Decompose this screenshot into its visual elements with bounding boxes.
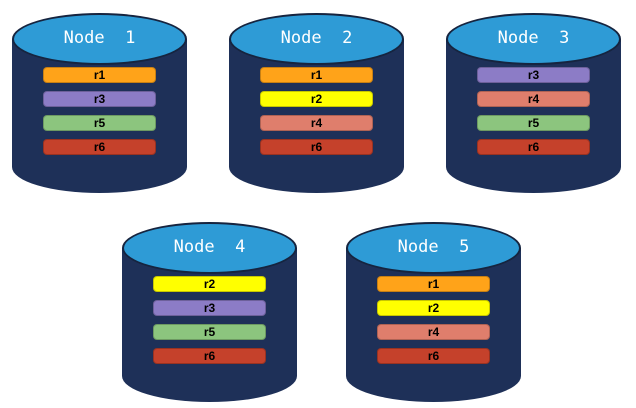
replica-bar: r3	[43, 91, 156, 107]
replica-bar: r2	[260, 91, 373, 107]
replica-bar: r4	[377, 324, 490, 340]
cylinder-top-face: Node 4	[122, 222, 297, 274]
node-title: Node 5	[397, 237, 470, 257]
node-5-cylinder: Node 5 r1 r2 r4 r6	[346, 222, 521, 402]
node-title: Node 4	[173, 237, 246, 257]
replica-bar: r5	[153, 324, 266, 340]
replica-bar: r1	[377, 276, 490, 292]
replica-bar-list: r2 r3 r5 r6	[153, 276, 266, 372]
replica-bar: r5	[43, 115, 156, 131]
replica-bar: r6	[377, 348, 490, 364]
replica-bar: r1	[260, 67, 373, 83]
node-3-cylinder: Node 3 r3 r4 r5 r6	[446, 13, 621, 193]
cylinder-top-face: Node 3	[446, 13, 621, 65]
node-title: Node 3	[497, 28, 570, 48]
replica-bar-list: r1 r2 r4 r6	[377, 276, 490, 372]
replica-bar: r6	[43, 139, 156, 155]
node-2-cylinder: Node 2 r1 r2 r4 r6	[229, 13, 404, 193]
node-title: Node 1	[63, 28, 136, 48]
replica-bar-list: r3 r4 r5 r6	[477, 67, 590, 163]
node-4-cylinder: Node 4 r2 r3 r5 r6	[122, 222, 297, 402]
replica-bar: r2	[153, 276, 266, 292]
replica-bar: r4	[260, 115, 373, 131]
replica-bar: r2	[377, 300, 490, 316]
replica-bar: r5	[477, 115, 590, 131]
cylinder-top-face: Node 2	[229, 13, 404, 65]
cylinder-top-face: Node 5	[346, 222, 521, 274]
replica-bar-list: r1 r3 r5 r6	[43, 67, 156, 163]
replica-bar: r6	[153, 348, 266, 364]
cylinder-top-face: Node 1	[12, 13, 187, 65]
replica-bar: r4	[477, 91, 590, 107]
replica-bar: r6	[477, 139, 590, 155]
replica-bar-list: r1 r2 r4 r6	[260, 67, 373, 163]
node-title: Node 2	[280, 28, 353, 48]
replica-bar: r6	[260, 139, 373, 155]
replica-bar: r3	[153, 300, 266, 316]
replica-bar: r3	[477, 67, 590, 83]
replica-bar: r1	[43, 67, 156, 83]
node-1-cylinder: Node 1 r1 r3 r5 r6	[12, 13, 187, 193]
